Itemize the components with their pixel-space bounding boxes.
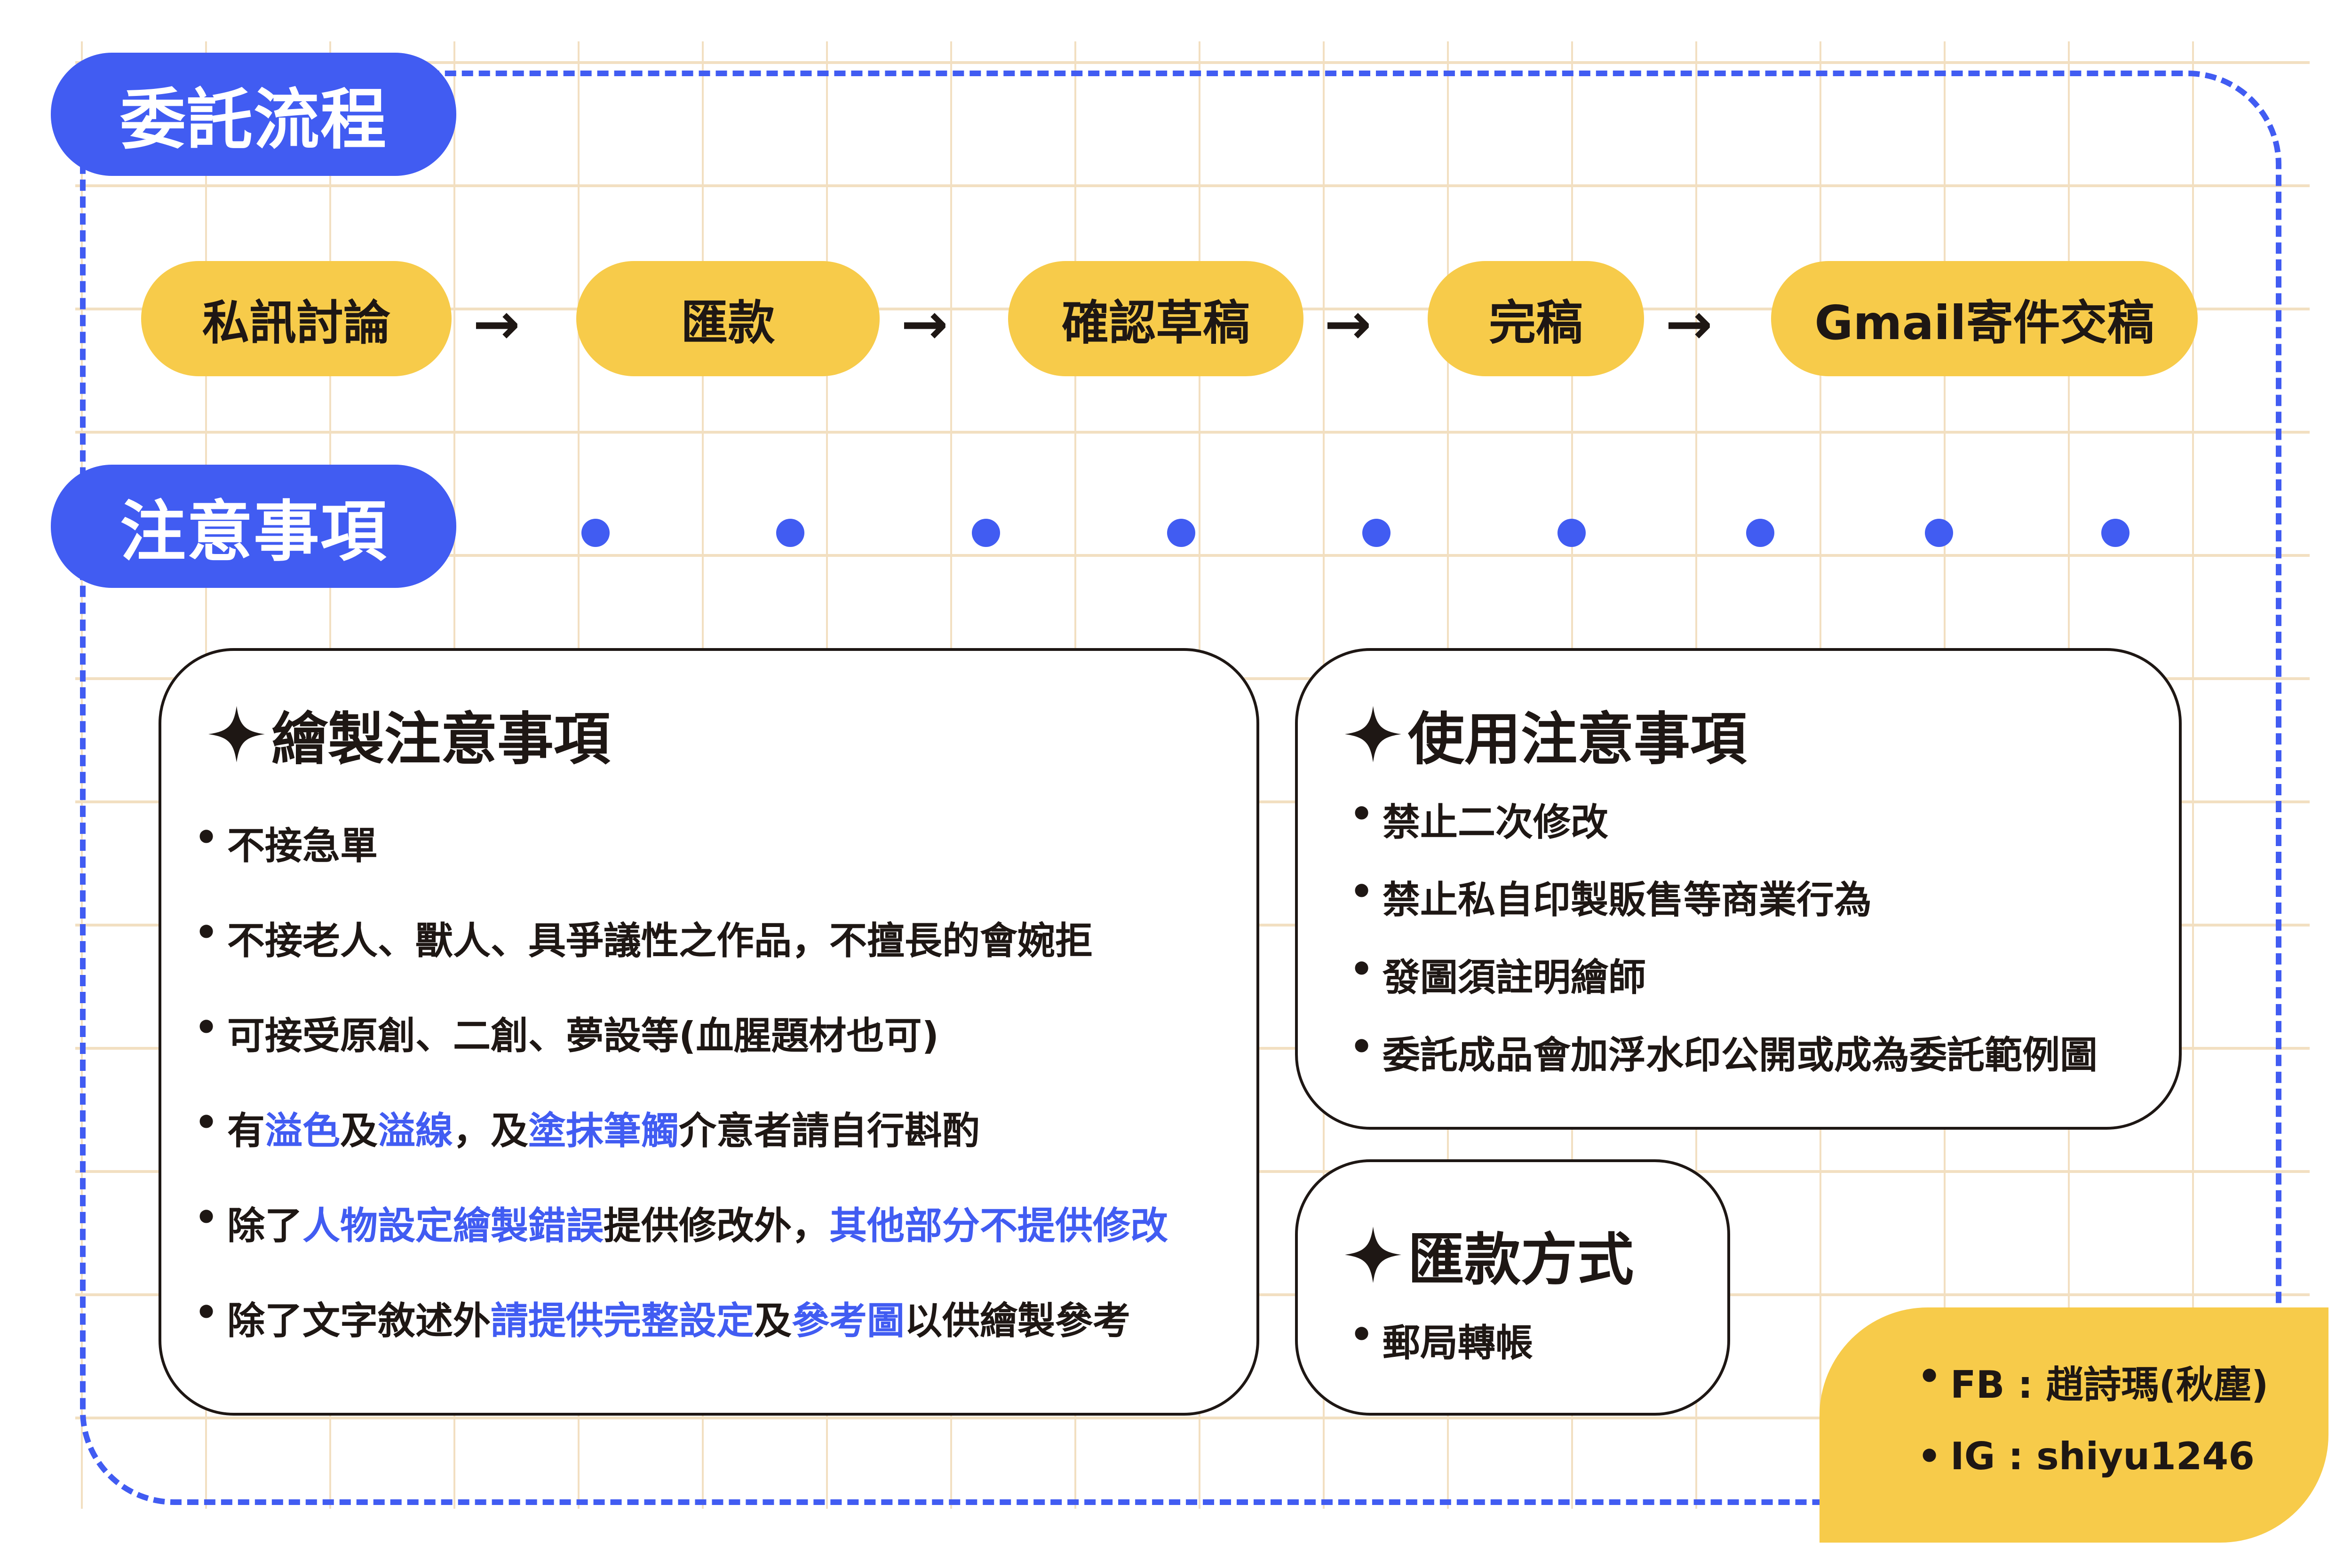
- list-item: 除了文字敘述外請提供完整設定及參考圖以供繪製參考: [194, 1291, 1168, 1386]
- list-item: 不接老人、獸人、具爭議性之作品，不擅長的會婉拒: [194, 911, 1168, 1006]
- text-segment: 可接受原創、二創、夢設等(血腥題材也可): [227, 1014, 939, 1058]
- highlighted-text: 人物設定繪製錯誤: [302, 1204, 604, 1248]
- decorative-dot: [1925, 519, 1953, 547]
- payment-title: 匯款方式: [1345, 1214, 1634, 1296]
- process-step-3: 確認草稿: [1008, 261, 1303, 376]
- process-title-text: 委託流程: [119, 82, 387, 158]
- process-step-2: 匯款: [576, 261, 880, 376]
- list-item: 有溢色及溢線，及塗抹筆觸介意者請自行斟酌: [194, 1101, 1168, 1196]
- list-item: 可接受原創、二創、夢設等(血腥題材也可): [194, 1006, 1168, 1101]
- decorative-dot: [1167, 519, 1195, 547]
- step-label: 確認草稿: [1062, 295, 1250, 350]
- contact-box: FB : 趙詩瑪(秋塵) IG : shiyu1246: [1820, 1307, 2328, 1543]
- arrow-icon: →: [901, 292, 948, 357]
- list-item: 禁止私自印製販售等商業行為: [1350, 870, 2098, 947]
- highlighted-text: 塗抹筆觸: [528, 1109, 679, 1153]
- decorative-dot: [581, 519, 610, 547]
- text-segment: 及: [340, 1109, 378, 1153]
- step-label: 完稿: [1489, 295, 1583, 350]
- dashed-frame: [80, 71, 2281, 1505]
- text-segment: 有: [227, 1109, 265, 1153]
- list-item: 發圖須註明繪師: [1350, 947, 2098, 1025]
- four-point-star-icon: [208, 706, 265, 762]
- arrow-icon: →: [1665, 292, 1713, 357]
- step-label: 私訊討論: [202, 295, 390, 350]
- contact-facebook: FB : 趙詩瑪(秋塵): [1917, 1354, 2269, 1434]
- list-item: 不接急單: [194, 816, 1168, 911]
- usage-notes-list: 禁止二次修改 禁止私自印製販售等商業行為 發圖須註明繪師 委託成品會加浮水印公開…: [1350, 792, 2098, 1102]
- process-step-5: Gmail寄件交稿: [1771, 261, 2198, 376]
- notes-title-text: 注意事項: [119, 494, 387, 570]
- four-point-star-icon: [1345, 706, 1401, 762]
- arrow-icon: →: [1324, 292, 1372, 357]
- text-segment: ，及: [453, 1109, 528, 1153]
- contact-list: FB : 趙詩瑪(秋塵) IG : shiyu1246: [1917, 1354, 2269, 1478]
- list-item: 禁止二次修改: [1350, 792, 2098, 870]
- text-segment: 不接老人、獸人、具爭議性之作品，不擅長的會婉拒: [227, 919, 1093, 963]
- highlighted-text: 請提供完整設定: [491, 1299, 754, 1343]
- payment-title-text: 匯款方式: [1408, 1227, 1634, 1293]
- process-section-title: 委託流程: [51, 53, 456, 176]
- drawing-notes-title: 繪製注意事項: [208, 693, 610, 775]
- drawing-notes-list: 不接急單不接老人、獸人、具爭議性之作品，不擅長的會婉拒可接受原創、二創、夢設等(…: [194, 816, 1168, 1386]
- drawing-notes-title-text: 繪製注意事項: [271, 707, 610, 772]
- usage-notes-title: 使用注意事項: [1345, 693, 1747, 775]
- decorative-dot: [776, 519, 804, 547]
- highlighted-text: 溢色: [265, 1109, 340, 1153]
- process-step-1: 私訊討論: [141, 261, 452, 376]
- decorative-dot: [972, 519, 1000, 547]
- drawing-notes-card: 繪製注意事項 不接急單不接老人、獸人、具爭議性之作品，不擅長的會婉拒可接受原創、…: [159, 648, 1259, 1416]
- highlighted-text: 其他部分不提供修改: [829, 1204, 1168, 1248]
- text-segment: 介意者請自行斟酌: [679, 1109, 980, 1153]
- text-segment: 不接急單: [227, 824, 378, 868]
- arrow-icon: →: [473, 292, 520, 357]
- decorative-dot: [1746, 519, 1774, 547]
- payment-method-card: 匯款方式 郵局轉帳: [1295, 1159, 1730, 1416]
- four-point-star-icon: [1345, 1227, 1401, 1283]
- text-segment: 除了: [227, 1204, 302, 1248]
- list-item: 郵局轉帳: [1350, 1313, 1533, 1367]
- notes-section-title: 注意事項: [51, 465, 456, 588]
- process-step-4: 完稿: [1428, 261, 1644, 376]
- list-item: 委託成品會加浮水印公開或成為委託範例圖: [1350, 1025, 2098, 1102]
- decorative-dot: [2101, 519, 2130, 547]
- text-segment: 除了文字敘述外: [227, 1299, 491, 1343]
- text-segment: 及: [754, 1299, 792, 1343]
- step-label: Gmail寄件交稿: [1814, 295, 2154, 350]
- contact-instagram: IG : shiyu1246: [1917, 1434, 2268, 1478]
- text-segment: 提供修改外，: [604, 1204, 829, 1248]
- highlighted-text: 參考圖: [792, 1299, 905, 1343]
- payment-list: 郵局轉帳: [1350, 1313, 1533, 1367]
- decorative-dot: [1557, 519, 1586, 547]
- usage-notes-card: 使用注意事項 禁止二次修改 禁止私自印製販售等商業行為 發圖須註明繪師 委託成品…: [1295, 648, 2182, 1130]
- step-label: 匯款: [681, 295, 775, 350]
- list-item: 除了人物設定繪製錯誤提供修改外，其他部分不提供修改: [194, 1196, 1168, 1291]
- text-segment: 以供繪製參考: [905, 1299, 1130, 1343]
- usage-notes-title-text: 使用注意事項: [1408, 707, 1747, 772]
- decorative-dot: [1362, 519, 1391, 547]
- highlighted-text: 溢線: [378, 1109, 453, 1153]
